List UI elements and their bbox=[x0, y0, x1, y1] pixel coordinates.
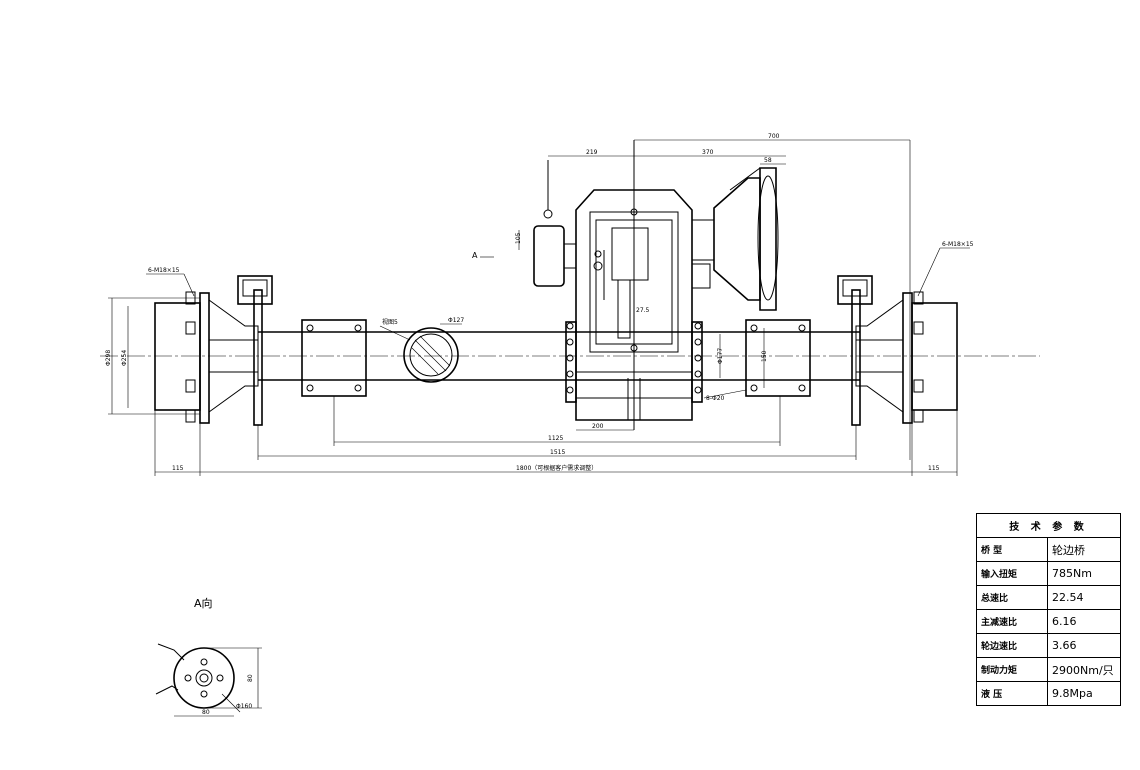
flange-dia-inner: Φ254 bbox=[121, 350, 128, 366]
right-wheel-hub bbox=[837, 275, 958, 426]
spec-value: 2900Nm/只 bbox=[1047, 657, 1121, 682]
pad-height-label: 150 bbox=[761, 350, 768, 362]
differential-housing bbox=[565, 140, 703, 430]
spec-key: 制动力矩 bbox=[976, 657, 1048, 682]
dim-1125: 1125 bbox=[548, 435, 563, 442]
dim-115-right: 115 bbox=[928, 465, 940, 472]
aux-view-a bbox=[155, 643, 262, 717]
brake-chamber bbox=[533, 160, 577, 287]
view-a-marker: A bbox=[472, 251, 478, 260]
dim-370: 370 bbox=[702, 149, 714, 156]
axle-tube bbox=[258, 331, 860, 381]
left-wheel-hub bbox=[154, 275, 273, 426]
spec-value: 9.8Mpa bbox=[1047, 681, 1121, 706]
dim-115-left: 115 bbox=[172, 465, 184, 472]
spec-row: 桥 型轮边桥 bbox=[976, 537, 1121, 562]
spec-key: 轮边速比 bbox=[976, 633, 1048, 658]
spec-value: 3.66 bbox=[1047, 633, 1121, 658]
dim-200: 200 bbox=[592, 423, 604, 430]
spec-value: 轮边桥 bbox=[1047, 537, 1121, 562]
pad-dia-label: Φ177 bbox=[717, 348, 724, 364]
bolt-spec-left: 6-M18×15 bbox=[148, 267, 180, 274]
dimension-lines bbox=[108, 139, 970, 476]
tube-label: 视图5 bbox=[382, 318, 398, 326]
spec-key: 桥 型 bbox=[976, 537, 1048, 562]
spec-value: 6.16 bbox=[1047, 609, 1121, 634]
dim-1800: 1800（可根据客户需求调整） bbox=[516, 464, 597, 472]
tube-dia-label: Φ127 bbox=[448, 317, 464, 324]
dim-700: 700 bbox=[768, 133, 780, 140]
bolt-spec-right: 6-M18×15 bbox=[942, 241, 974, 248]
dim-219: 219 bbox=[586, 149, 598, 156]
dim-58: 58 bbox=[764, 157, 772, 164]
flange-dia-outer: Φ298 bbox=[105, 350, 112, 366]
aux-view-title: A向 bbox=[194, 596, 213, 610]
left-hub-bolts bbox=[185, 291, 196, 423]
spec-key: 主减速比 bbox=[976, 609, 1048, 634]
spec-value: 22.54 bbox=[1047, 585, 1121, 610]
right-hub-bolts bbox=[913, 291, 924, 423]
aux-dim-dia: Φ160 bbox=[236, 703, 252, 710]
spec-key: 输入扭矩 bbox=[976, 561, 1048, 586]
pin-len-label: 27.5 bbox=[636, 307, 650, 314]
right-spring-pad bbox=[745, 319, 811, 397]
side-dim-label: 105 bbox=[515, 232, 522, 244]
aux-dim-80-v: 80 bbox=[247, 674, 254, 682]
spec-table-title: 技 术 参 数 bbox=[976, 513, 1121, 538]
hole-spec-label: 8-Φ20 bbox=[706, 395, 725, 402]
input-pulley bbox=[691, 167, 779, 311]
dim-1515: 1515 bbox=[550, 449, 565, 456]
tube-section bbox=[403, 327, 459, 383]
spec-key: 总速比 bbox=[976, 585, 1048, 610]
spec-value: 785Nm bbox=[1047, 561, 1121, 586]
aux-dim-80-h: 80 bbox=[202, 709, 210, 716]
spec-key: 液 压 bbox=[976, 681, 1048, 706]
